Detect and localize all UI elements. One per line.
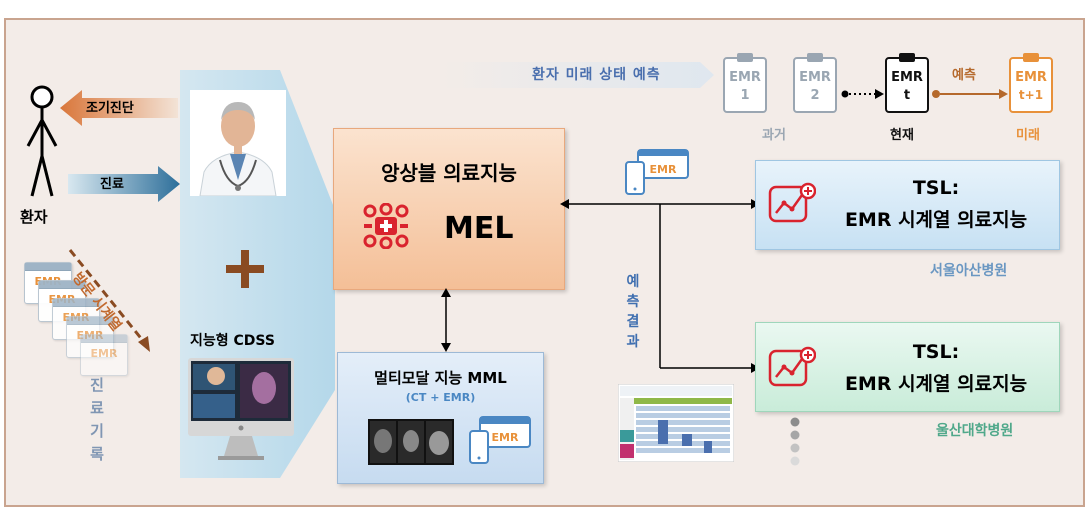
mobile-emr-icon: EMR — [625, 149, 689, 195]
timeline-item-3-line1: EMR — [891, 70, 923, 85]
early-diagnosis-arrow — [60, 90, 178, 126]
mel-tsl-connector — [560, 199, 760, 373]
ct-scan-image — [368, 419, 454, 465]
timeline-dotted-arrow — [841, 89, 884, 99]
imac-computer-icon — [188, 358, 294, 460]
timeseries-chart-icon — [768, 346, 816, 387]
timeline-item-4-line2: t+1 — [1018, 88, 1044, 102]
prediction-table-thumbnail — [618, 384, 734, 462]
mel-acronym: MEL — [444, 211, 514, 246]
medical-records-label: 진료기록 — [90, 376, 104, 463]
more-hospitals-ellipsis-icon — [790, 417, 800, 466]
emr-clipboard-t-icon — [885, 53, 929, 113]
mel-mml-connector — [441, 288, 451, 352]
tsl-ulsan-line1: TSL: — [912, 341, 960, 363]
mml-box: 멀티모달 지능 MML (CT + EMR) EMR — [337, 352, 544, 484]
plus-icon — [226, 250, 264, 288]
svg-text:EMR: EMR — [492, 431, 519, 444]
tsl-box-ulsan: TSL: EMR 시계열 의료지능 — [755, 322, 1060, 412]
medical-network-icon — [363, 203, 409, 249]
timeline-item-3-line2: t — [903, 88, 911, 103]
patient-stick-figure-icon — [26, 85, 58, 197]
emr-clipboard-1-icon — [723, 53, 767, 113]
treatment-arrow — [68, 166, 180, 202]
treatment-label: 진료 — [100, 177, 124, 192]
mel-title: 앙상블 의료지능 — [381, 161, 517, 185]
prediction-result-label: 예측결과 — [626, 274, 640, 350]
cdss-label: 지능형 CDSS — [190, 333, 275, 349]
mml-title: 멀티모달 지능 MML — [374, 369, 507, 387]
timeline-banner-label: 환자 미래 상태 예측 — [532, 67, 661, 83]
emr-clipboard-2-icon — [793, 53, 837, 113]
tsl-asan-line1: TSL: — [912, 177, 960, 199]
hospital-ulsan-label: 울산대학병원 — [936, 423, 1014, 439]
timeline-present-label: 현재 — [890, 128, 914, 143]
visit-timeseries-arrow — [68, 249, 150, 352]
emr-record-card: EMR — [80, 334, 128, 376]
timeline-item-1-line2: 1 — [740, 88, 750, 103]
timeline-item-1-line1: EMR — [729, 70, 761, 85]
timeline-predict-arrow — [932, 89, 1008, 99]
svg-text:EMR: EMR — [650, 163, 677, 176]
patient-label: 환자 — [20, 208, 48, 226]
timeseries-chart-icon — [768, 182, 816, 223]
timeline-item-4-line1: EMR — [1015, 70, 1047, 85]
tsl-ulsan-line2: EMR 시계열 의료지능 — [844, 373, 1028, 395]
timeline-item-2-line2: 2 — [810, 88, 820, 103]
mel-box: 앙상블 의료지능 MEL — [333, 128, 565, 290]
mobile-emr-icon: EMR — [469, 416, 531, 464]
timeline-predict-label: 예측 — [952, 68, 976, 83]
timeline-banner-arrow — [442, 62, 714, 88]
mml-subtitle: (CT + EMR) — [405, 391, 476, 404]
early-diagnosis-label: 조기진단 — [86, 101, 134, 116]
doctor-photo — [190, 90, 286, 196]
timeline-item-2-line1: EMR — [799, 70, 831, 85]
tsl-box-asan: TSL: EMR 시계열 의료지능 — [755, 160, 1060, 250]
timeline-future-label: 미래 — [1016, 128, 1040, 143]
emr-clipboard-t1-icon — [1009, 53, 1053, 113]
timeline-past-label: 과거 — [762, 128, 786, 143]
hospital-asan-label: 서울아산병원 — [930, 263, 1008, 279]
tsl-asan-line2: EMR 시계열 의료지능 — [844, 209, 1028, 231]
